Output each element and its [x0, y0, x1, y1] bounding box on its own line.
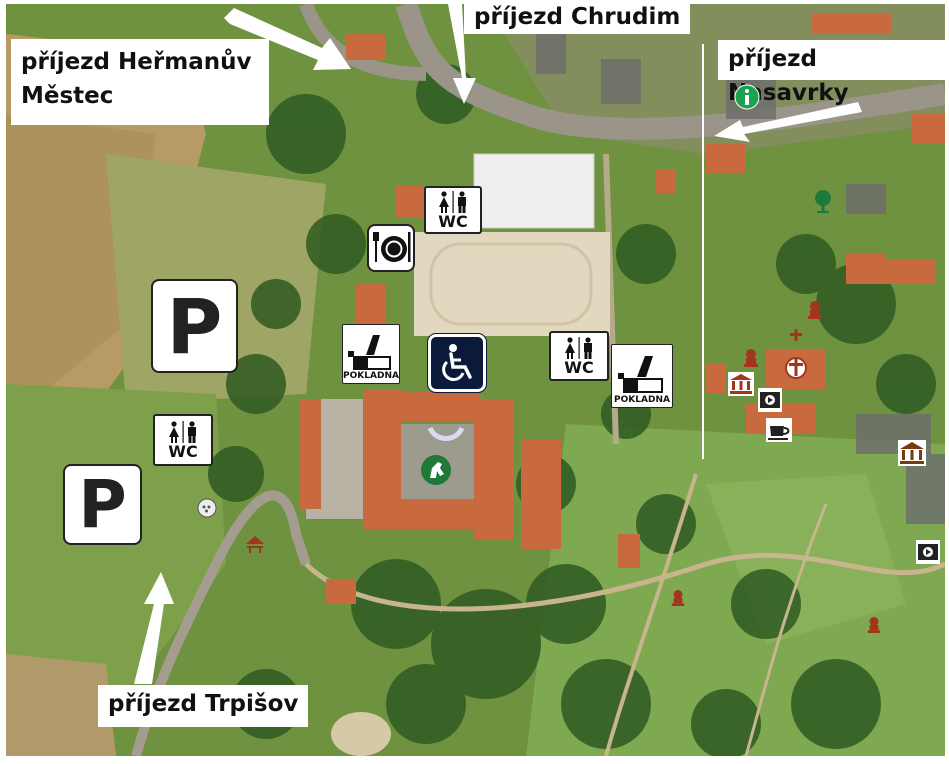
monument-icon [808, 301, 822, 319]
horseshoe-icon [427, 426, 465, 441]
wheelchair-sign [427, 333, 487, 393]
ticket-office-icon [348, 335, 391, 370]
label-hermanuv-mestec: příjezd Heřmanův Městec [11, 39, 269, 125]
church-icon [785, 357, 807, 379]
wc-icon [439, 190, 466, 213]
church-icon [790, 329, 802, 341]
cinema-icon [916, 540, 940, 564]
cinema-icon [758, 388, 782, 412]
monument-icon [867, 617, 881, 633]
label-hermanuv-line2: Městec [21, 83, 114, 109]
museum-icon [898, 440, 926, 466]
ticket-office-icon [618, 356, 663, 393]
aerial-background [6, 4, 945, 756]
info-icon [734, 84, 760, 110]
horse-icon [421, 455, 451, 485]
wc-sign-courtyard: WC [549, 331, 609, 381]
ticket-office-label: POKLADNA [343, 371, 399, 381]
ticket-office-sign-right: POKLADNA [611, 344, 673, 408]
monument-icon [744, 349, 758, 367]
label-trpisov: příjezd Trpišov [98, 685, 309, 727]
wc-label: WC [168, 441, 198, 461]
tree-icon [815, 190, 831, 213]
arrows [134, 4, 862, 684]
monument-icon [671, 590, 685, 606]
label-chrudim: příjezd Chrudim [464, 4, 691, 34]
wc-icon [169, 420, 196, 443]
bus-stop-icon [197, 498, 217, 518]
wc-label: WC [438, 211, 468, 231]
wc-sign-parking: WC [153, 414, 213, 466]
wc-icon [565, 336, 592, 359]
parking-sign-large: P [151, 279, 238, 373]
wheelchair-access-icon [442, 344, 472, 381]
ticket-office-sign-left: POKLADNA [342, 324, 400, 384]
restaurant-icon [373, 232, 411, 262]
label-nasavrky: příjezd Nasavrky [718, 40, 945, 106]
wc-sign-arena: WC [424, 186, 482, 234]
museum-icon [728, 372, 754, 396]
restaurant-sign [367, 224, 415, 272]
cafe-icon [766, 418, 792, 442]
picnic-icon [246, 536, 264, 553]
aerial-map: příjezd Heřmanův Městec příjezd Chrudim … [6, 4, 945, 756]
ticket-office-label: POKLADNA [614, 395, 670, 405]
wc-label: WC [564, 357, 594, 377]
parking-sign-small: P [63, 464, 142, 545]
label-hermanuv-line1: příjezd Heřmanův [21, 49, 252, 75]
